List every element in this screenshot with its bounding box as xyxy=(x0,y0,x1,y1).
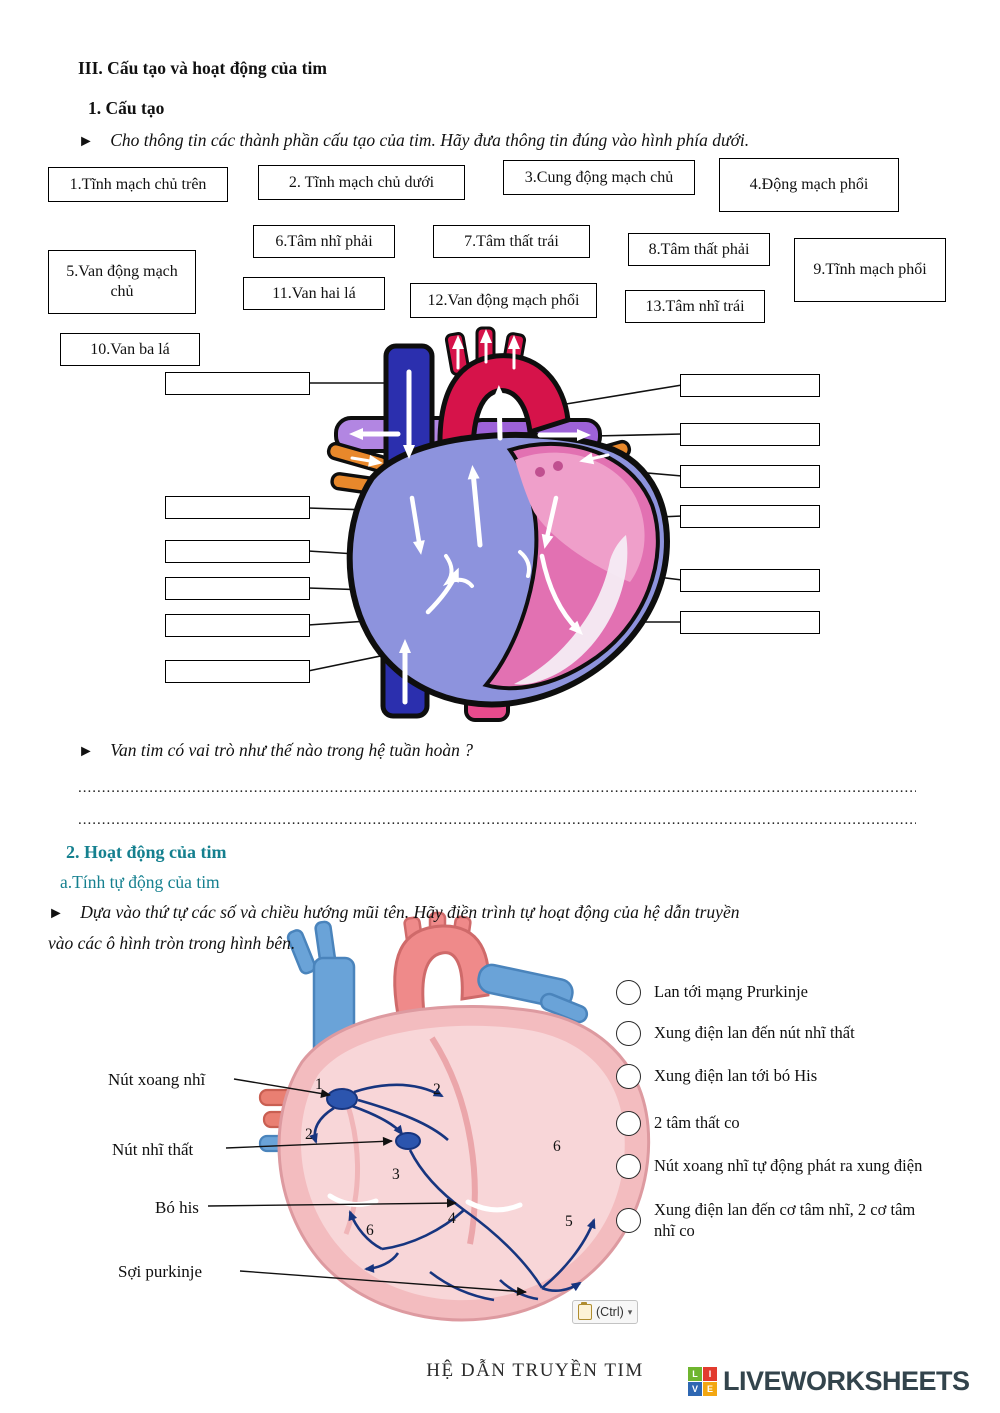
conduction-number: 3 xyxy=(392,1166,400,1183)
label-bundle-his: Bó his xyxy=(155,1198,199,1217)
logo-square-e: E xyxy=(703,1382,717,1396)
conduction-number: 2 xyxy=(305,1126,313,1143)
sequence-circle-3[interactable] xyxy=(616,1064,641,1089)
answer-box-right-6[interactable] xyxy=(680,611,820,634)
logo-text: LIVEWORKSHEETS xyxy=(723,1366,970,1396)
word-bank-item-13[interactable]: 13.Tâm nhĩ trái xyxy=(625,290,765,323)
word-bank-item-6[interactable]: 6.Tâm nhĩ phải xyxy=(253,225,395,258)
label-purkinje: Sợi purkinje xyxy=(118,1262,203,1281)
word-bank-item-1[interactable]: 1.Tĩnh mạch chủ trên xyxy=(48,167,228,202)
sequence-circle-2[interactable] xyxy=(616,1021,641,1046)
heart2-label-pointer-lines xyxy=(207,1078,527,1296)
av-node xyxy=(395,1132,421,1150)
part2a-title: a.Tính tự động của tim xyxy=(60,872,220,892)
word-bank-item-10[interactable]: 10.Van ba lá xyxy=(60,333,200,366)
conduction-number: 6 xyxy=(553,1138,561,1155)
label-av-node: Nút nhĩ thất xyxy=(112,1140,194,1159)
answer-line-1[interactable]: ........................................… xyxy=(78,780,916,796)
valve-question-row: ► Van tim có vai trò như thế nào trong h… xyxy=(78,740,958,761)
logo-squares-icon: L I V E xyxy=(688,1367,717,1396)
sequence-circle-5[interactable] xyxy=(616,1154,641,1179)
sa-node xyxy=(326,1088,358,1110)
conduction-number: 1 xyxy=(315,1076,323,1093)
ctrl-label: (Ctrl) xyxy=(596,1305,624,1319)
conduction-number: 6 xyxy=(366,1222,374,1239)
valve-question: Van tim có vai trò như thế nào trong hệ … xyxy=(110,740,473,760)
diagram-caption: HỆ DẪN TRUYỀN TIM xyxy=(426,1360,644,1381)
sequence-option-1: Lan tới mạng Prurkinje xyxy=(616,980,936,1005)
bullet-arrow-icon: ► xyxy=(78,743,94,760)
section-title: III. Cấu tạo và hoạt động của tim xyxy=(78,58,327,78)
word-bank-item-12[interactable]: 12.Van động mạch phổi xyxy=(410,283,597,318)
conduction-number: 2 xyxy=(433,1081,441,1098)
word-bank-item-7[interactable]: 7.Tâm thất trái xyxy=(433,225,590,258)
sequence-circle-6[interactable] xyxy=(616,1208,641,1234)
part1-instruction: Cho thông tin các thành phần cấu tạo của… xyxy=(110,130,750,150)
logo-square-v: V xyxy=(688,1382,702,1396)
answer-box-left-2[interactable] xyxy=(165,496,310,519)
answer-box-left-3[interactable] xyxy=(165,540,310,563)
paste-options-button[interactable]: (Ctrl) ▾ xyxy=(572,1300,639,1324)
logo-square-l: L xyxy=(688,1367,702,1381)
word-bank-item-9[interactable]: 9.Tĩnh mạch phổi xyxy=(794,238,946,302)
part2-title: 2. Hoạt động của tim xyxy=(66,842,227,862)
part1-title: 1. Cấu tạo xyxy=(88,98,165,118)
word-bank-item-4[interactable]: 4.Động mạch phổi xyxy=(719,158,899,212)
sequence-option-3: Xung điện lan tới bó His xyxy=(616,1064,936,1089)
label-sa-node: Nút xoang nhĩ xyxy=(108,1070,206,1089)
clipboard-icon xyxy=(578,1302,592,1320)
sequence-circle-4[interactable] xyxy=(616,1111,641,1136)
word-bank-item-2[interactable]: 2. Tĩnh mạch chủ dưới xyxy=(258,165,465,200)
sequence-option-6: Xung điện lan đến cơ tâm nhĩ, 2 cơ tâm n… xyxy=(616,1200,936,1241)
word-bank-item-3[interactable]: 3.Cung động mạch chủ xyxy=(503,160,695,195)
bullet-arrow-icon: ► xyxy=(78,133,94,150)
sequence-option-label: Xung điện lan tới bó His xyxy=(654,1066,818,1086)
conduction-number: 5 xyxy=(565,1213,573,1230)
answer-box-left-4[interactable] xyxy=(165,577,310,600)
sequence-option-label: Nút xoang nhĩ tự động phát ra xung điện xyxy=(654,1156,923,1176)
part2-instruction-line1: Dựa vào thứ tự các số và chiều hướng mũi… xyxy=(80,902,740,922)
word-bank-item-5[interactable]: 5.Van động mạch chủ xyxy=(48,250,196,314)
liveworksheets-logo: L I V E LIVEWORKSHEETS xyxy=(688,1366,970,1397)
logo-square-i: I xyxy=(703,1367,717,1381)
sequence-option-label: Lan tới mạng Prurkinje xyxy=(654,982,808,1002)
answer-box-right-5[interactable] xyxy=(680,569,820,592)
answer-box-left-6[interactable] xyxy=(165,660,310,683)
sequence-option-4: 2 tâm thất co xyxy=(616,1111,936,1136)
part2-instruction-row: ► Dựa vào thứ tự các số và chiều hướng m… xyxy=(48,902,948,923)
conduction-number: 4 xyxy=(448,1210,456,1227)
answer-box-left-1[interactable] xyxy=(165,372,310,395)
answer-box-right-3[interactable] xyxy=(680,465,820,488)
heart-anatomy-illustration xyxy=(326,326,670,722)
part1-instruction-row: ► Cho thông tin các thành phần cấu tạo c… xyxy=(78,130,958,151)
heart-conduction-illustration xyxy=(207,911,651,1322)
answer-box-right-2[interactable] xyxy=(680,423,820,446)
sequence-option-label: Xung điện lan đến cơ tâm nhĩ, 2 cơ tâm n… xyxy=(654,1200,916,1240)
part2-instruction-line2: vào các ô hình tròn trong hình bên. xyxy=(48,933,296,953)
bullet-arrow-icon: ► xyxy=(48,905,64,922)
answer-box-right-4[interactable] xyxy=(680,505,820,528)
sequence-option-label: Xung điện lan đến nút nhĩ thất xyxy=(654,1023,855,1043)
sequence-option-5: Nút xoang nhĩ tự động phát ra xung điện xyxy=(616,1154,936,1179)
answer-box-right-1[interactable] xyxy=(680,374,820,397)
word-bank-item-11[interactable]: 11.Van hai lá xyxy=(243,277,385,310)
sequence-circle-1[interactable] xyxy=(616,980,641,1005)
answer-line-2[interactable]: ........................................… xyxy=(78,812,916,828)
chevron-down-icon: ▾ xyxy=(627,1306,633,1317)
word-bank-item-8[interactable]: 8.Tâm thất phải xyxy=(628,233,770,266)
sequence-option-label: 2 tâm thất co xyxy=(654,1113,740,1133)
sequence-option-2: Xung điện lan đến nút nhĩ thất xyxy=(616,1021,936,1046)
answer-box-left-5[interactable] xyxy=(165,614,310,637)
